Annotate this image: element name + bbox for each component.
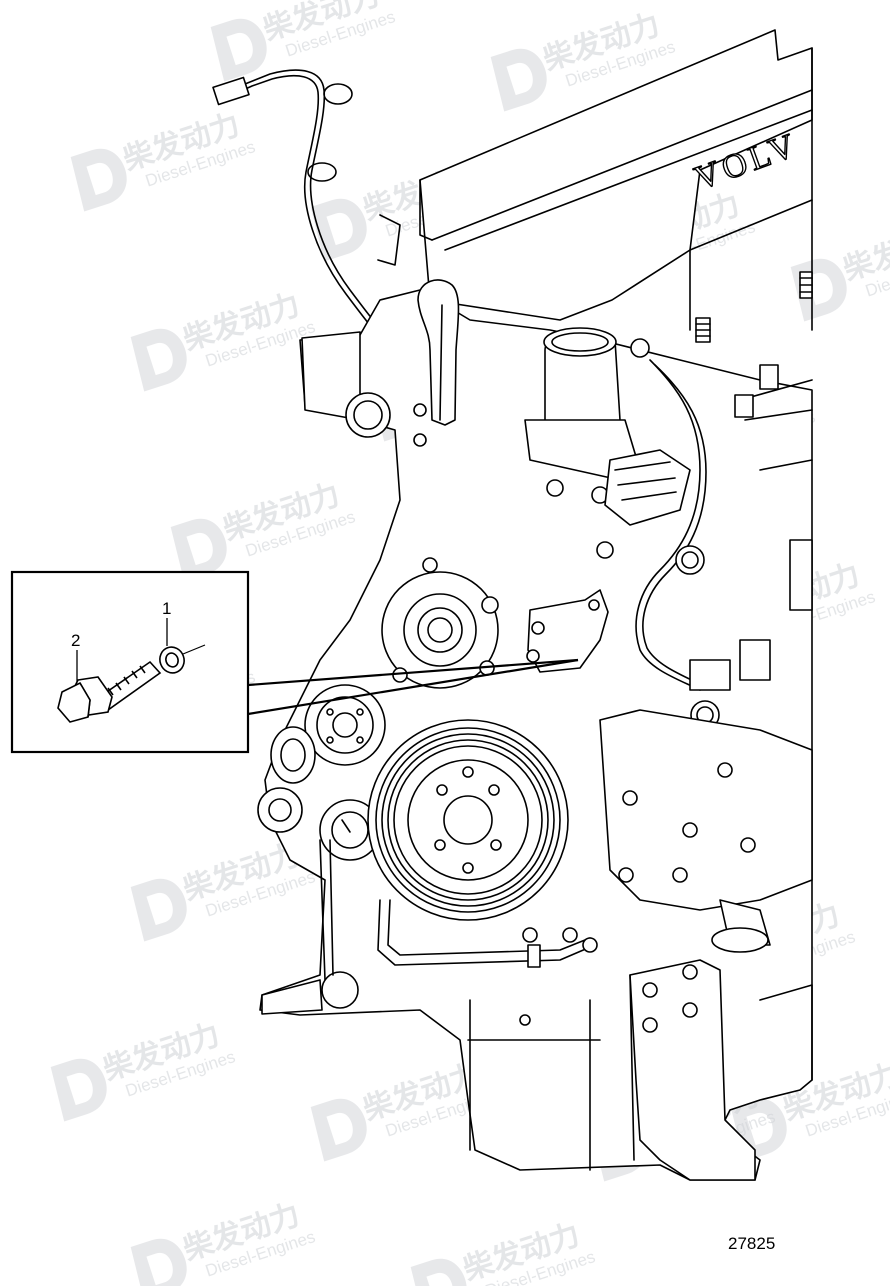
timing-cover [599, 709, 813, 953]
ecu-module [789, 539, 813, 611]
connector-round [675, 545, 705, 575]
mounting-bracket-right [629, 959, 813, 1181]
crankshaft-damper [367, 719, 569, 921]
figure-number: 27825 [728, 1234, 776, 1253]
leader-line-top [247, 658, 579, 687]
water-pump-housing [381, 557, 499, 689]
oil-pipe-lower [377, 899, 598, 1026]
washer-part [159, 646, 185, 674]
small-pulley [257, 787, 381, 861]
valve-cover: VOLV [419, 29, 813, 343]
wiring-harness [212, 69, 401, 350]
flange-bolt-part [57, 660, 162, 723]
sensor-module [604, 338, 691, 526]
alternator-bracket [526, 589, 609, 673]
callout-detail-box: 1 2 [10, 570, 579, 754]
detail-frame [10, 570, 250, 754]
connector [759, 364, 779, 390]
washer-centerline [182, 644, 206, 655]
connector [734, 394, 754, 418]
coolant-pipe [413, 279, 460, 447]
harness-connector [212, 76, 250, 106]
mounting-bracket-left-lower [261, 839, 359, 1015]
idler-pulley [304, 684, 386, 766]
cover-bolt [799, 271, 813, 299]
tensioner-pulley [270, 726, 316, 784]
leader-line-bottom [247, 658, 579, 716]
callout-label-2: 2 [71, 631, 80, 650]
cover-bolt [695, 317, 711, 343]
mounting-bracket-left [301, 331, 391, 438]
callout-label-1: 1 [162, 599, 171, 618]
